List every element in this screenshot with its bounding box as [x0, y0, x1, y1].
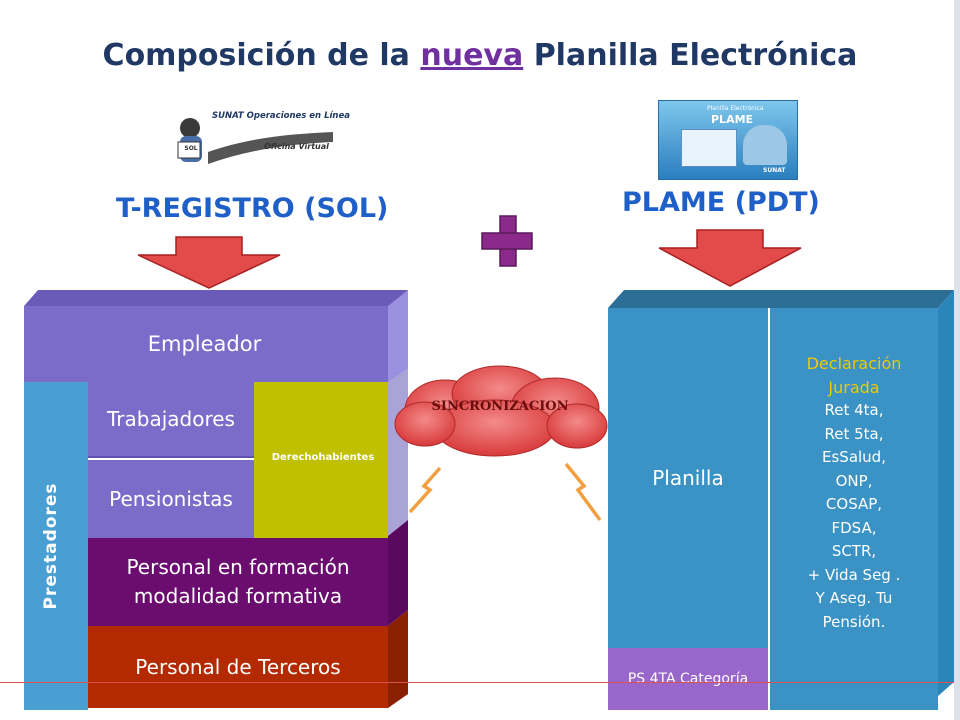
declaracion-title-line2: Jurada: [828, 377, 880, 397]
declaracion-item: Ret 4ta,: [824, 401, 884, 419]
declaracion-item: Pensión.: [822, 612, 886, 631]
declaracion-item: COSAP,: [825, 495, 883, 513]
formacion-box: Personal en formación modalidad formativ…: [88, 538, 388, 626]
declaracion-item: ONP,: [835, 471, 873, 490]
plame-logo-brand: SUNAT: [763, 167, 786, 174]
pensionistas-label: Pensionistas: [109, 487, 233, 511]
ps4ta-box: PS 4TA Categoría: [608, 648, 768, 710]
declaracion-item: SCTR,: [831, 542, 877, 560]
trabajadores-box: Trabajadores: [88, 382, 254, 458]
right-heading: PLAME (PDT): [622, 187, 820, 218]
declaracion-item: FDSA,: [831, 518, 877, 537]
title-highlight: nueva: [420, 38, 524, 73]
plame-logo-line1: Planilla Electrónica: [707, 105, 764, 112]
prestadores-box: [24, 382, 88, 710]
pensionistas-box: Pensionistas: [88, 460, 254, 538]
declaracion-box: [770, 308, 938, 710]
lightning-icon: [560, 460, 604, 524]
derechohabientes-label: Derechohabientes: [271, 452, 375, 463]
plus-icon: [480, 214, 534, 268]
sync-label: SINCRONIZACION: [431, 399, 569, 414]
decorative-edge: [954, 0, 960, 720]
right-block-top-face: [608, 290, 954, 308]
sol-logo-line1: SUNAT Operaciones en Línea: [212, 111, 350, 121]
down-arrow-icon: [655, 228, 805, 288]
trabajadores-label: Trabajadores: [107, 407, 235, 431]
cloud-icon: [385, 362, 615, 462]
formacion-label-line1: Personal en formación: [126, 555, 350, 579]
lightning-icon: [404, 462, 444, 518]
empleador-label: Empleador: [147, 332, 262, 356]
empleador-box: Empleador: [24, 306, 388, 382]
sunat-sol-logo: SOL SUNAT Operaciones en Línea Oficina V…: [168, 108, 350, 170]
declaracion-item: Ret 5ta,: [824, 424, 884, 443]
derechohabientes-box: [254, 382, 388, 538]
plame-logo-line2: PLAME: [711, 113, 754, 126]
planilla-label: Planilla: [652, 466, 724, 490]
sol-badge: SOL: [184, 145, 198, 152]
right-block-side-face: [938, 290, 954, 696]
ps4ta-label: PS 4TA Categoría: [627, 671, 749, 687]
declaracion-item: Y Aseg. Tu: [815, 589, 893, 607]
planilla-box: Planilla: [608, 308, 768, 648]
formacion-label-line2: modalidad formativa: [133, 584, 343, 608]
sol-logo-line2: Oficina Virtual: [264, 142, 329, 151]
down-arrow-icon: [134, 235, 284, 290]
terceros-box: Personal de Terceros: [88, 626, 388, 708]
plame-screenshot: Planilla Electrónica PLAME SUNAT: [658, 100, 798, 180]
page-title: Composición de la nueva Planilla Electró…: [102, 38, 858, 73]
left-heading: T-REGISTRO (SOL): [116, 193, 389, 224]
declaracion-title-line1: Declaración: [806, 354, 902, 373]
left-block-top-face: [24, 290, 408, 306]
declaracion-text: Declaración Jurada Ret 4ta, Ret 5ta, EsS…: [770, 352, 938, 634]
declaracion-item: EsSalud,: [822, 448, 886, 466]
prestadores-label: Prestadores: [41, 482, 61, 610]
declaracion-item: + Vida Seg .: [807, 565, 901, 584]
terceros-label: Personal de Terceros: [135, 655, 341, 679]
decorative-divider: [0, 682, 960, 683]
